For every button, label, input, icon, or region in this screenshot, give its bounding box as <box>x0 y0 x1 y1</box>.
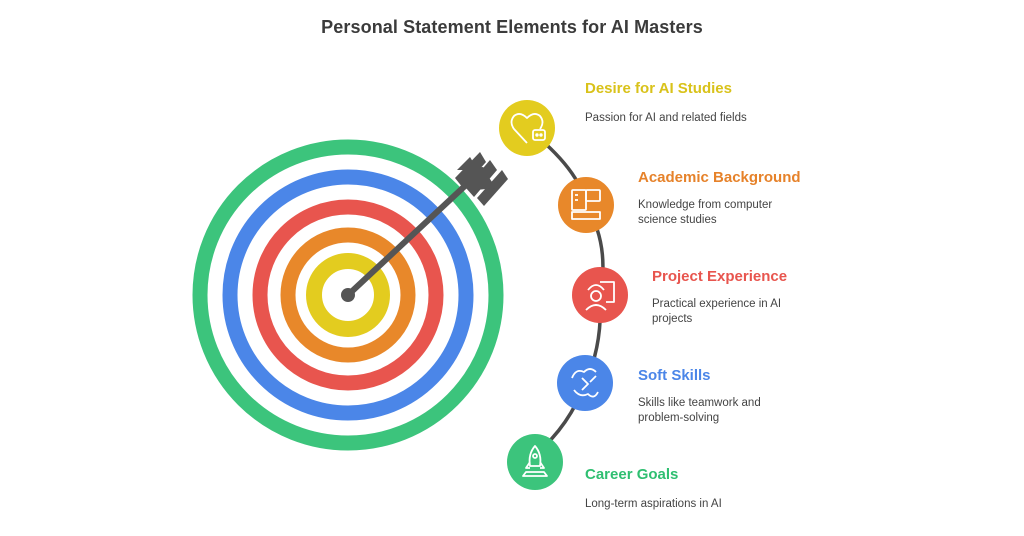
ring-red <box>252 199 444 391</box>
ring-orange <box>280 227 416 363</box>
ring-blue <box>222 169 474 421</box>
item-title-career: Career Goals <box>585 466 679 483</box>
ring-green <box>192 139 504 451</box>
rocket-launch-icon <box>522 445 548 477</box>
item-title-soft-skills: Soft Skills <box>638 367 711 384</box>
step-circle-soft-skills <box>557 355 613 411</box>
arrow-fletching <box>455 152 508 206</box>
step-circle-academic <box>558 177 614 233</box>
item-title-desire: Desire for AI Studies <box>585 80 732 97</box>
ring-yellow <box>306 253 390 337</box>
step-circle-desire <box>499 100 555 156</box>
item-desc-desire: Passion for AI and related fields <box>585 112 747 124</box>
step-circle-career <box>507 434 563 490</box>
computer-book-icon <box>571 189 601 220</box>
item-title-project: Project Experience <box>652 268 788 285</box>
page-title: Personal Statement Elements for AI Maste… <box>321 17 703 37</box>
arrow <box>341 152 508 302</box>
item-desc-career: Long-term aspirations in AI <box>585 498 722 510</box>
item-title-academic: Academic Background <box>638 169 801 186</box>
engineer-blueprint-icon <box>585 281 615 311</box>
item-desc-soft-skills: Skills like teamwork and problem-solving <box>638 397 761 424</box>
item-desc-project: Practical experience in AI projects <box>652 298 782 325</box>
step-circle-project <box>572 267 628 323</box>
heart-robot-icon <box>510 113 546 144</box>
item-desc-academic: Knowledge from computer science studies <box>638 199 773 226</box>
puzzle-hands-icon <box>571 368 599 398</box>
